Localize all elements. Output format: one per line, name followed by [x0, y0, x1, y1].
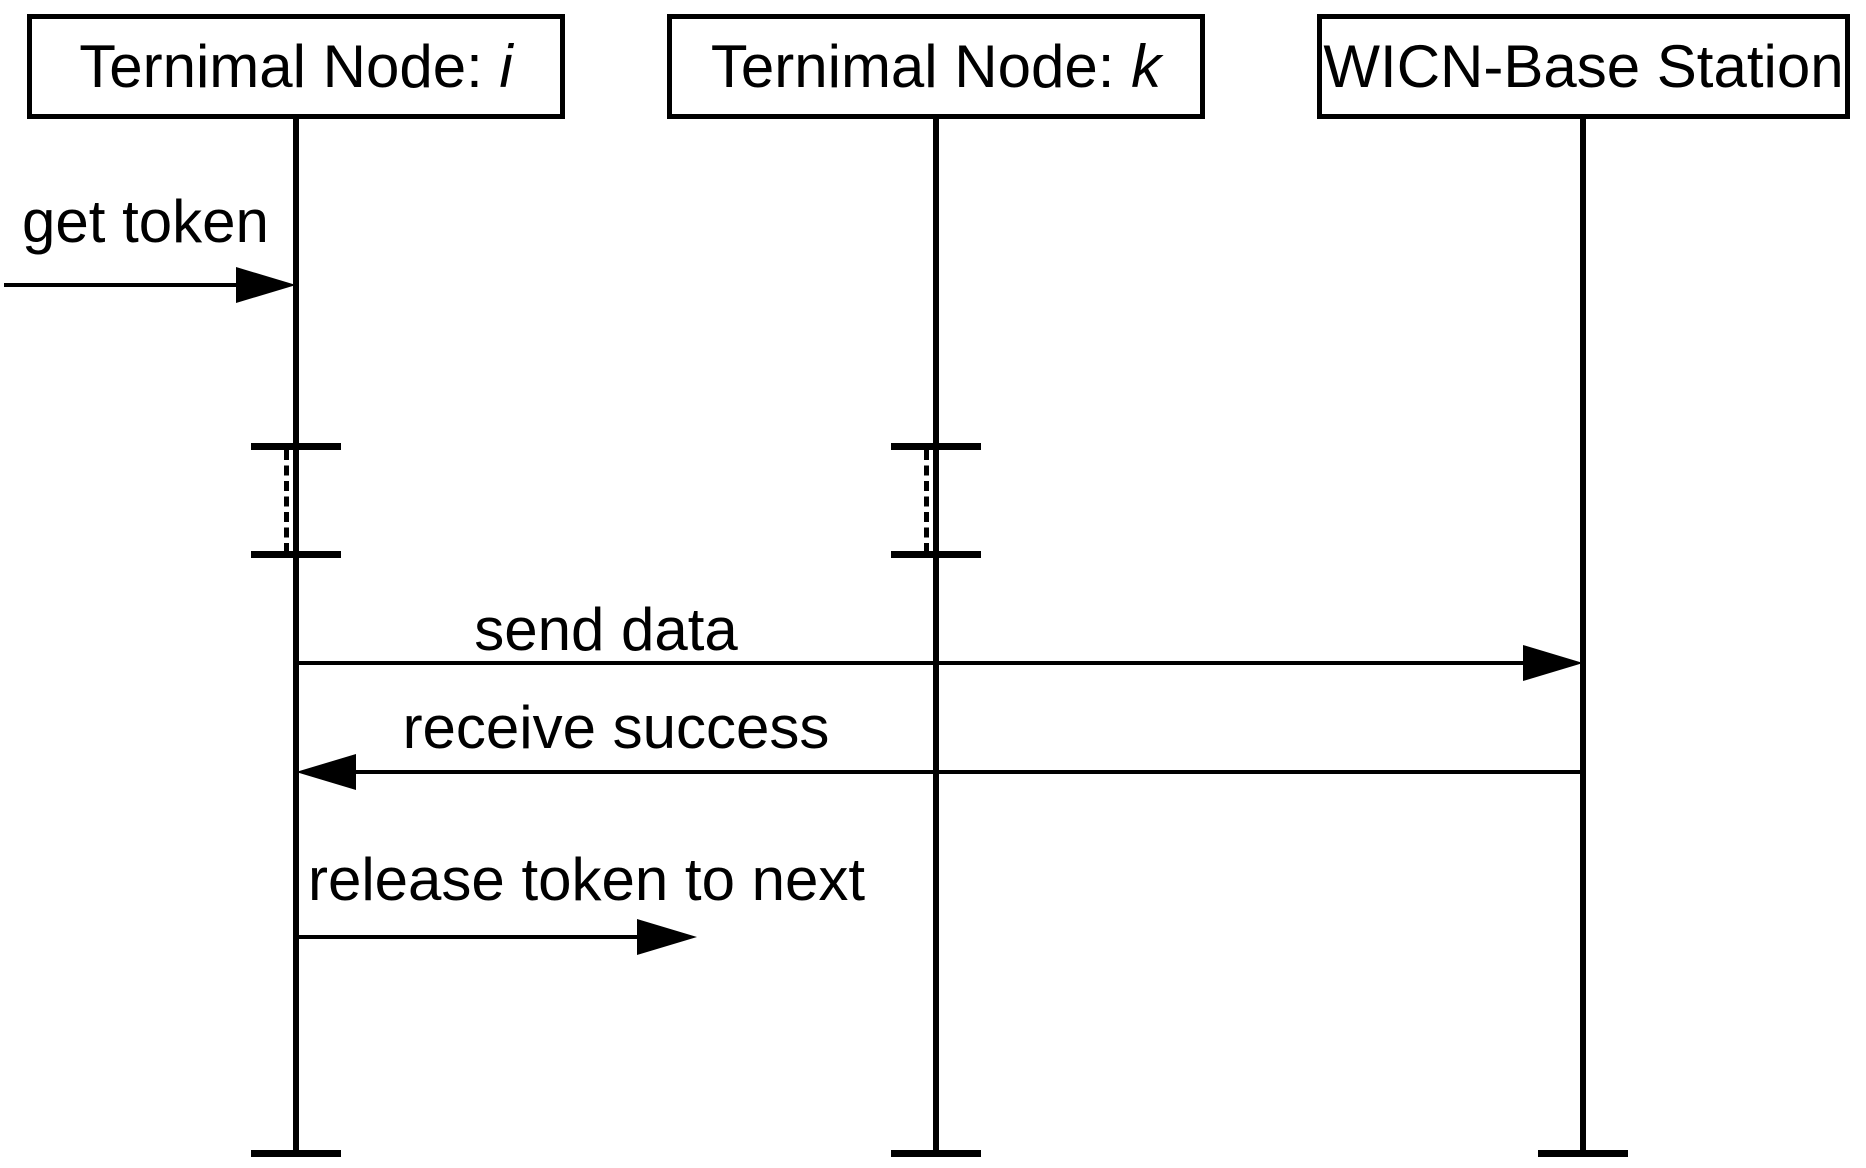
actor-box-terminal-node-k: Ternimal Node: k — [667, 14, 1205, 119]
break-tick-bottom — [891, 551, 981, 558]
arrowhead-right-icon — [236, 267, 296, 303]
break-tick-top — [251, 443, 341, 450]
arrowhead-left-icon — [296, 754, 356, 790]
message-label: release token to next — [308, 846, 866, 913]
break-tick-bottom — [251, 551, 341, 558]
actor-label: Ternimal Node: — [79, 32, 500, 100]
lifeline-end-terminal-node-k — [891, 1150, 981, 1157]
arrowhead-right-icon — [637, 919, 697, 955]
arrowhead-right-icon — [1523, 645, 1583, 681]
actor-label: WICN-Base Station — [1323, 32, 1844, 100]
message-label: get token — [22, 188, 269, 255]
message-label: send data — [474, 596, 738, 663]
break-tick-top — [891, 443, 981, 450]
lifeline-end-terminal-node-i — [251, 1150, 341, 1157]
arrow-line — [4, 283, 240, 287]
actor-box-terminal-node-i: Ternimal Node: i — [27, 14, 565, 119]
actor-label: Ternimal Node: — [710, 32, 1132, 100]
arrow-line — [296, 935, 639, 939]
lifeline-terminal-node-i — [293, 119, 299, 1157]
break-dashed-line — [924, 450, 929, 553]
message-label: receive success — [402, 694, 830, 761]
arrow-line — [354, 770, 1583, 774]
actor-box-wicn-base-station: WICN-Base Station — [1317, 14, 1850, 119]
arrow-line — [296, 661, 1525, 665]
lifeline-wicn-base-station — [1580, 119, 1586, 1157]
actor-label-italic: i — [499, 32, 513, 100]
lifeline-end-wicn-base-station — [1538, 1150, 1628, 1157]
lifeline-terminal-node-k — [933, 119, 939, 1157]
actor-label-italic: k — [1131, 32, 1162, 100]
break-dashed-line — [284, 450, 289, 553]
